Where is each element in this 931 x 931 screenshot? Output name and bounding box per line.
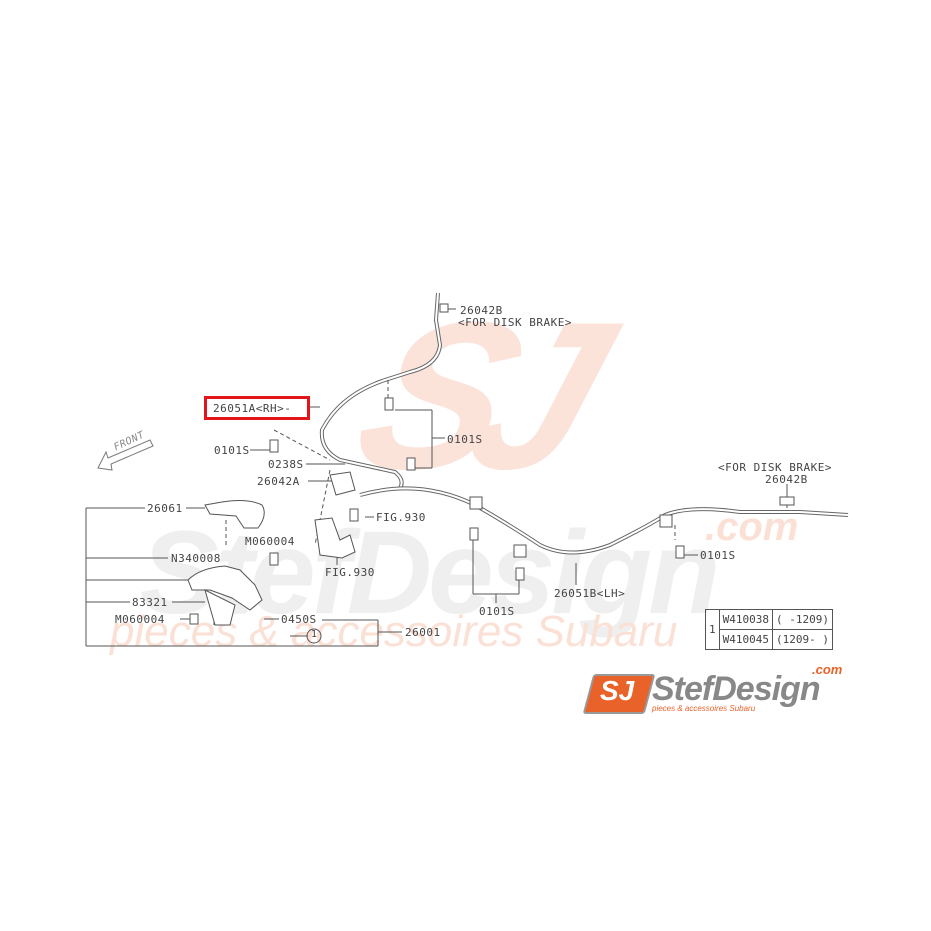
label-n340008[interactable]: N340008 <box>171 552 221 565</box>
label-0238s[interactable]: 0238S <box>268 458 304 471</box>
label-0101s-d[interactable]: 0101S <box>479 605 515 618</box>
label-26061[interactable]: 26061 <box>147 502 183 515</box>
logo-com: .com <box>812 662 843 677</box>
label-26042a[interactable]: 26042A <box>257 475 300 488</box>
logo-mark-text: SJ <box>600 675 635 706</box>
label-m060004-a[interactable]: M060004 <box>245 535 295 548</box>
callout-marker: 1 <box>311 629 318 640</box>
label-fig930-b[interactable]: FIG.930 <box>325 566 375 579</box>
variant-part[interactable]: W410045 <box>718 629 773 650</box>
variants-marker: 1 <box>705 609 720 650</box>
variant-range: (1209- ) <box>771 629 833 650</box>
label-26042b-top[interactable]: 26042B <box>460 304 503 317</box>
label-83321[interactable]: 83321 <box>132 596 168 609</box>
label-0101s-a[interactable]: 0101S <box>214 444 250 457</box>
variant-range: ( -1209) <box>771 609 833 630</box>
label-disk-brake-top: <FOR DISK BRAKE> <box>458 316 572 329</box>
label-0101s-c[interactable]: 0101S <box>700 549 736 562</box>
label-disk-brake-right: <FOR DISK BRAKE> <box>718 461 832 474</box>
label-26042b-right[interactable]: 26042B <box>765 473 808 486</box>
label-0101s-b[interactable]: 0101S <box>447 433 483 446</box>
logo-tagline: pieces & accessoires Subaru <box>652 704 756 713</box>
label-26001[interactable]: 26001 <box>405 626 441 639</box>
variants-table: 1 W410038 ( -1209) W410045 (1209- ) <box>705 609 833 650</box>
label-26051a-rh[interactable]: 26051A<RH>- <box>213 402 292 415</box>
label-m060004-b[interactable]: M060004 <box>115 613 165 626</box>
label-fig930-a[interactable]: FIG.930 <box>376 511 426 524</box>
stefdesign-logo: SJ StefDesign .com pieces & accessoires … <box>580 662 850 716</box>
logo-brand: StefDesign <box>652 670 821 708</box>
label-26051b-lh[interactable]: 26051B<LH> <box>554 587 626 600</box>
label-0450s[interactable]: 0450S <box>281 613 317 626</box>
highlight-box <box>204 396 310 420</box>
variant-part[interactable]: W410038 <box>718 609 773 630</box>
